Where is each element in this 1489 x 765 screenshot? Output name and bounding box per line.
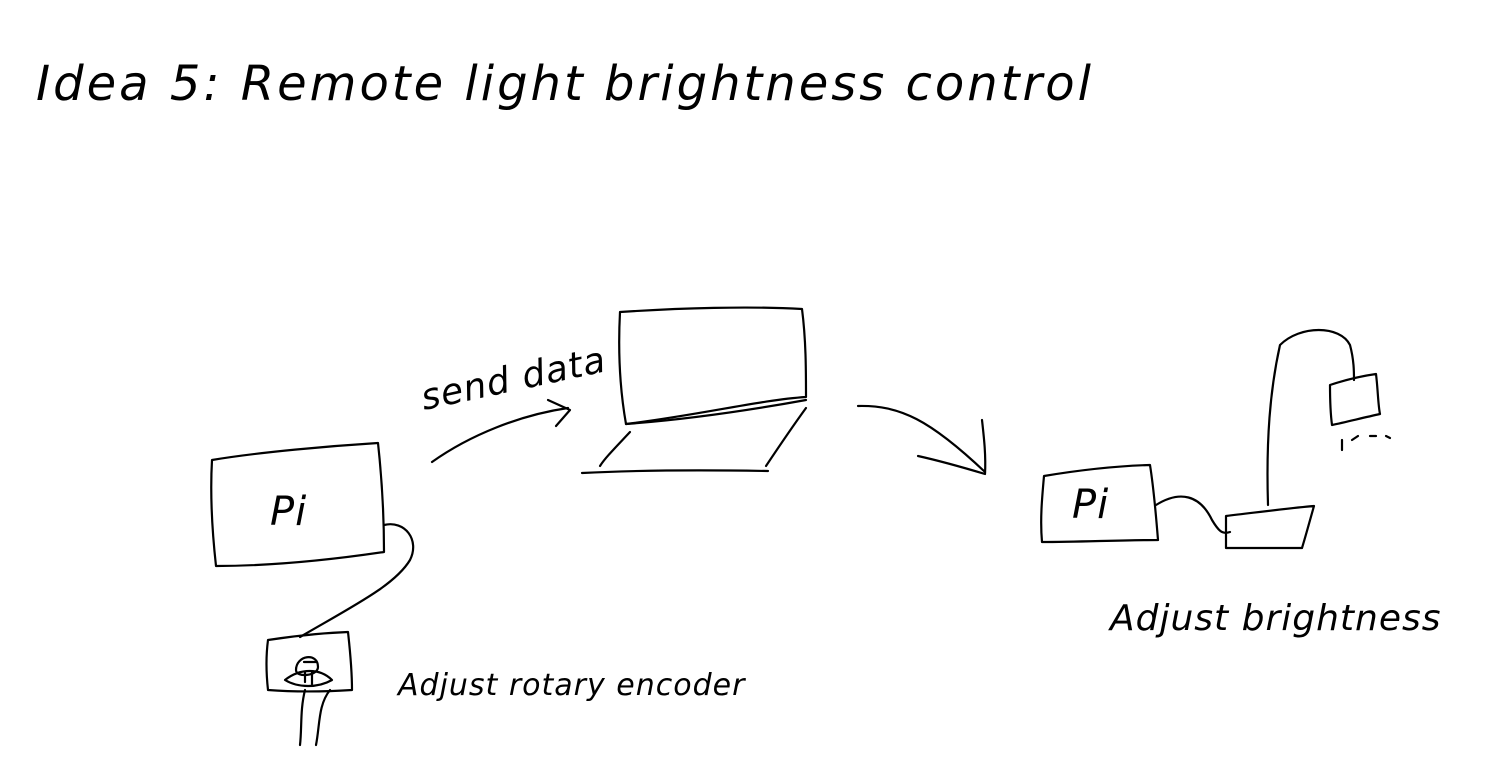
laptop [580,306,808,475]
desk-lamp [1224,328,1392,550]
rotary-encoder [265,630,354,747]
diagram-title: Idea 5: Remote light brightness control [36,56,1094,112]
send-data-arrow [430,398,572,464]
sender-pi-board: Pi [210,441,386,568]
adjust-brightness-label: Adjust brightness [1108,598,1442,639]
receiver-pi-label: Pi [1072,482,1109,528]
receiver-pi-board: Pi [1040,463,1160,544]
encoder-cable [298,523,415,639]
send-data-label: send data [417,340,610,419]
adjust-rotary-encoder-label: Adjust rotary encoder [396,668,746,703]
lamp-cable [1154,495,1232,534]
sender-pi-label: Pi [270,489,307,535]
control-arrow [856,404,987,476]
